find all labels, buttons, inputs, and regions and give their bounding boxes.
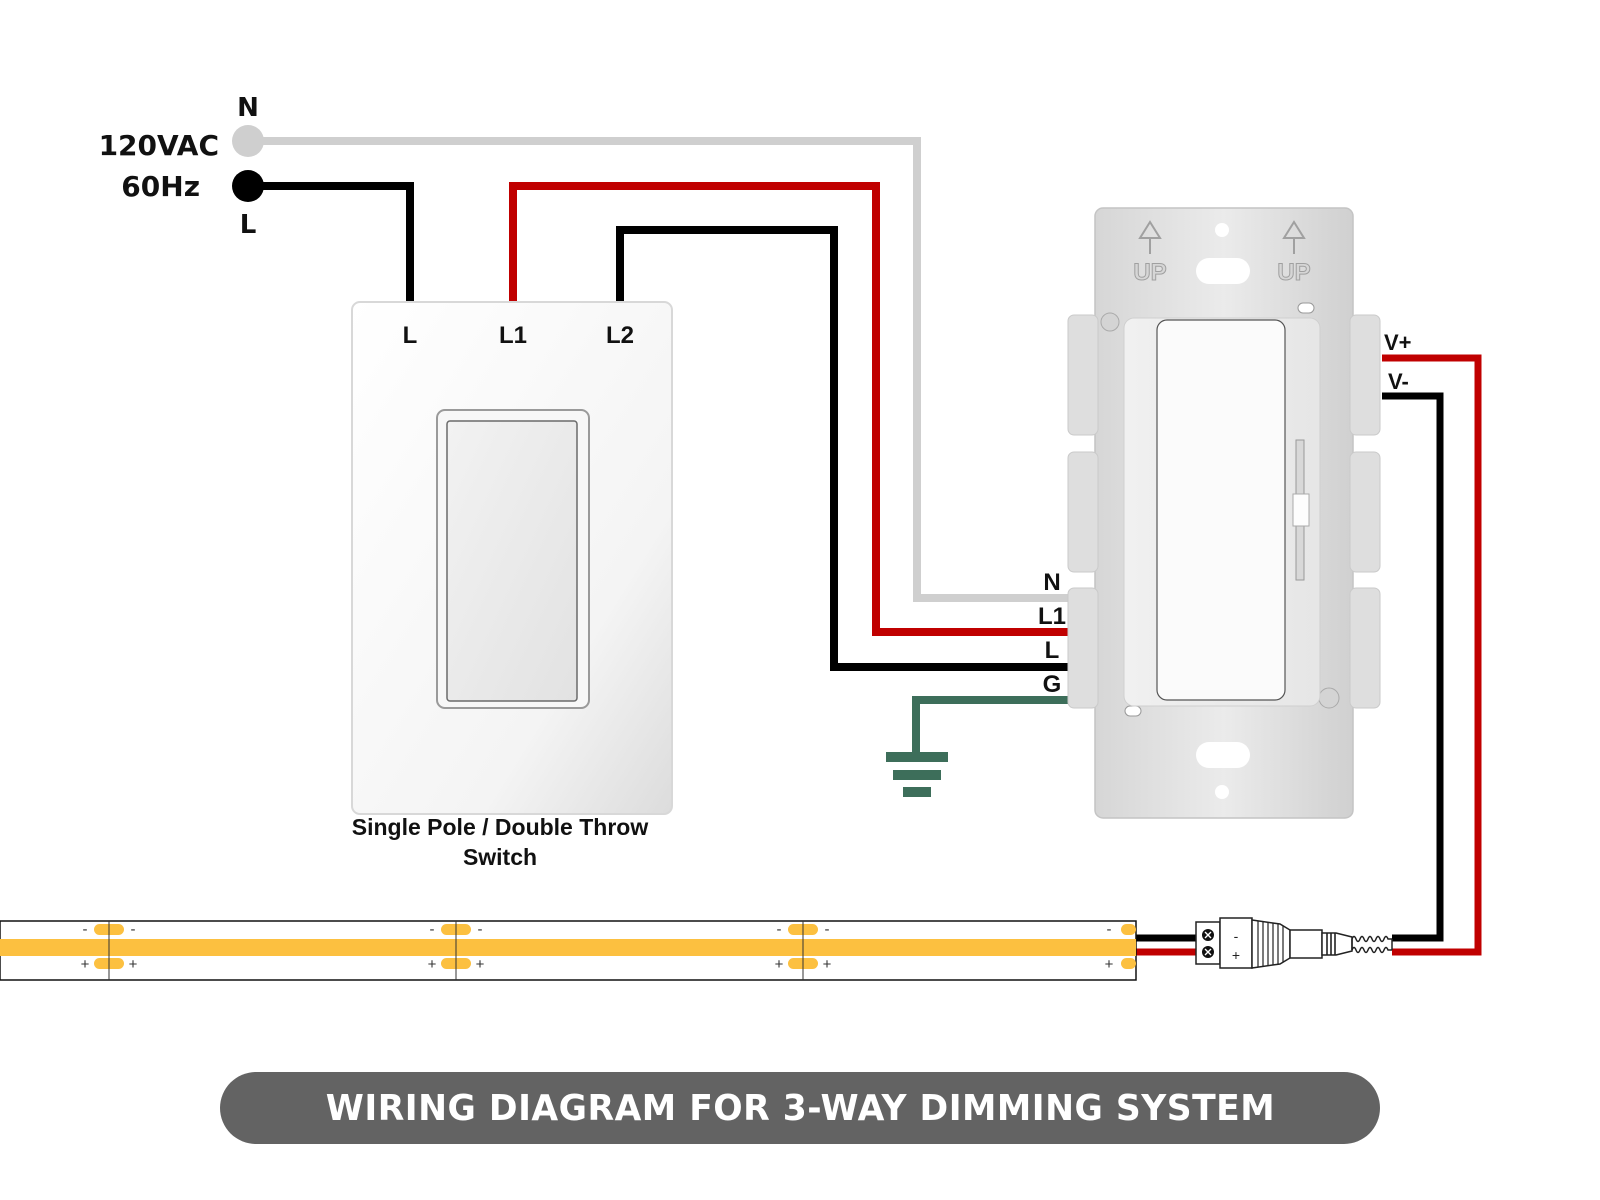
dimmer: UP UP N L1 L G V+ V- [1038, 207, 1412, 819]
dimmer-ear [1349, 587, 1381, 709]
connector-plus-label: + [1232, 947, 1240, 963]
dimmer-terminal-g: G [1043, 671, 1062, 698]
switch-terminal-l2: L2 [606, 322, 634, 349]
wires [248, 137, 1482, 956]
up-arrow-icon [1282, 220, 1306, 254]
ground-icon [886, 752, 948, 797]
dimmer-ear [1067, 314, 1099, 436]
dimmer-paddle[interactable] [1156, 319, 1286, 701]
dimmer-terminal-vminus: V- [1388, 369, 1409, 394]
strap-slot-top [1196, 258, 1250, 284]
pad-plus-label: + [775, 956, 784, 973]
dimmer-terminal-vplus: V+ [1384, 330, 1412, 355]
traveler-wire-l1 [509, 182, 1070, 636]
neutral-terminal-dot [232, 125, 264, 157]
pad-plus-label: + [81, 956, 90, 973]
switch-caption-line2: Switch [462, 844, 538, 870]
dimmer-terminal-l: L [1045, 637, 1060, 664]
pad-plus-label: + [823, 956, 832, 973]
screw-icon [1318, 687, 1340, 709]
pad-plus-label: + [428, 956, 437, 973]
strap-oval [1124, 705, 1142, 717]
dimmer-terminal-n: N [1043, 569, 1060, 596]
strap-label-up-right: UP [1277, 259, 1310, 286]
pad-minus-label: - [430, 921, 435, 938]
pad-minus-label: - [83, 921, 88, 938]
connector-barrel [1289, 929, 1323, 959]
connector-minus-label: - [1234, 928, 1239, 944]
end-pad-plus-label: + [1105, 956, 1114, 973]
strap-label-up-left: UP [1133, 259, 1166, 286]
connector-tip [1321, 932, 1353, 956]
switch-terminal-l1: L1 [499, 322, 527, 349]
output-wire-vplus [1382, 354, 1482, 956]
pad-minus-label: - [777, 921, 782, 938]
dimmer-ear [1067, 451, 1099, 573]
end-pad-positive [1121, 958, 1136, 969]
line-terminal-dot [232, 170, 264, 202]
switch-caption-line1: Single Pole / Double Throw [351, 814, 649, 840]
screw-icon [1100, 312, 1120, 332]
dimmer-ear [1349, 451, 1381, 573]
up-arrow-icon [1138, 220, 1162, 254]
pad-minus-label: - [478, 921, 483, 938]
neutral-label: N [237, 93, 259, 123]
strap-oval [1297, 302, 1315, 314]
dc-connector: - + [1195, 917, 1393, 969]
pad-plus-label: + [476, 956, 485, 973]
pad-minus-label: - [131, 921, 136, 938]
output-wire-vminus [1382, 392, 1444, 942]
dimmer-slider-knob[interactable] [1292, 493, 1310, 527]
connector-body [1219, 917, 1253, 969]
frequency-label: 60Hz [121, 170, 200, 203]
line-wire-source-to-switch [248, 182, 414, 302]
strap-slot-bottom [1196, 742, 1250, 768]
strap-hole-bottom [1215, 785, 1229, 799]
dimmer-terminal-l1: L1 [1038, 603, 1066, 630]
connector-strain-relief [1351, 935, 1392, 954]
traveler-wire-l2 [616, 226, 1070, 671]
pad-minus-label: - [825, 921, 830, 938]
spdt-switch: L L1 L2 [351, 301, 673, 815]
switch-terminal-l: L [403, 322, 418, 349]
switch-rocker[interactable] [446, 420, 578, 702]
pad-plus-label: + [129, 956, 138, 973]
diagram-title: WIRING DIAGRAM FOR 3-WAY DIMMING SYSTEM [325, 1087, 1275, 1129]
strap-hole-top [1215, 223, 1229, 237]
neutral-wire [248, 137, 1070, 602]
switch-caption: Single Pole / Double Throw Switch [330, 812, 670, 872]
end-pad-negative [1121, 924, 1136, 935]
title-banner: WIRING DIAGRAM FOR 3-WAY DIMMING SYSTEM [220, 1072, 1380, 1144]
dimmer-ear [1349, 314, 1381, 436]
end-pad-minus-label: - [1107, 921, 1112, 938]
ground-wire [912, 696, 1070, 752]
dimmer-ear [1067, 587, 1099, 709]
voltage-label: 120VAC [99, 129, 219, 162]
power-source: N L 120VAC 60Hz [99, 93, 264, 240]
led-strip: - - + + - - + + - - + + - + [0, 920, 1137, 981]
line-label: L [240, 210, 257, 240]
led-strip-cob-band [0, 939, 1136, 956]
